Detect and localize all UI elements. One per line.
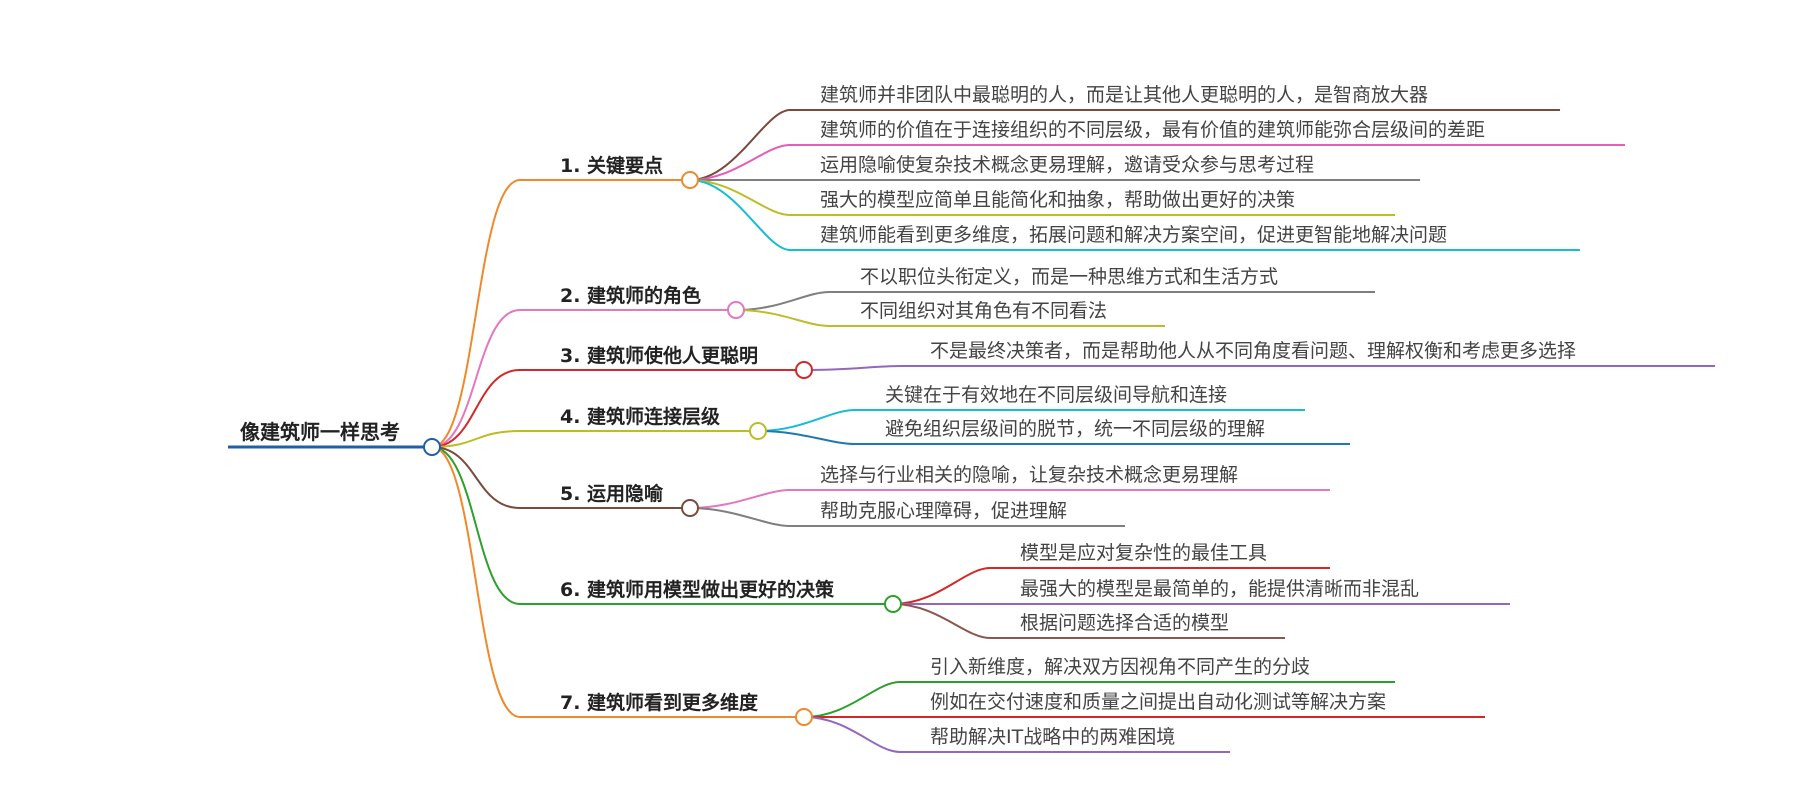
leaf-connector [735, 309, 831, 327]
leaf-connector [803, 716, 901, 753]
leaf-text: 选择与行业相关的隐喻，让复杂技术概念更易理解 [820, 463, 1238, 486]
leaf-connector [892, 567, 991, 605]
branch-label: 6. 建筑师用模型做出更好的决策 [560, 578, 835, 601]
branch-node-dot[interactable] [681, 171, 699, 189]
leaf-text: 不以职位头衔定义，而是一种思维方式和生活方式 [860, 266, 1278, 288]
leaf-text: 强大的模型应简单且能简化和抽象，帮助做出更好的决策 [820, 189, 1295, 211]
leaf-connector [689, 144, 791, 181]
branch-label: 7. 建筑师看到更多维度 [560, 691, 759, 714]
branch-label: 3. 建筑师使他人更聪明 [560, 344, 758, 367]
root-node-dot[interactable] [423, 438, 441, 456]
leaf-text: 关键在于有效地在不同层级间导航和连接 [885, 384, 1227, 406]
leaf-text: 建筑师的价值在于连接组织的不同层级，最有价值的建筑师能弥合层级间的差距 [820, 119, 1485, 141]
leaf-text: 避免组织层级间的脱节，统一不同层级的理解 [885, 418, 1265, 440]
leaf-text: 例如在交付速度和质量之间提出自动化测试等解决方案 [930, 691, 1386, 713]
branch-connector [431, 369, 521, 448]
leaf-connector [689, 179, 791, 251]
branch-connector [431, 446, 521, 605]
branch-node-dot[interactable] [749, 422, 767, 440]
branch-connector [431, 179, 521, 448]
leaf-connector [757, 409, 856, 432]
leaf-text: 根据问题选择合适的模型 [1020, 612, 1229, 634]
branch-node-dot[interactable] [727, 301, 745, 319]
branch-label: 5. 运用隐喻 [560, 482, 664, 505]
branch-node-dot[interactable] [884, 595, 902, 613]
branch-connector [431, 446, 521, 509]
leaf-connector [689, 489, 791, 509]
leaf-text: 不同组织对其角色有不同看法 [860, 300, 1107, 322]
nodes: 像建筑师一样思考 1. 关键要点 建筑师并非团队中最聪明的人，而是让其他人更聪明的人… [240, 84, 1576, 748]
leaf-text: 最强大的模型是最简单的，能提供清晰而非混乱 [1020, 578, 1419, 600]
branch-label: 4. 建筑师连接层级 [560, 405, 720, 428]
connectors [228, 109, 1715, 753]
leaf-connector [803, 681, 901, 718]
branch-connector [431, 309, 521, 448]
leaf-connector [689, 179, 791, 216]
leaf-connector [803, 365, 901, 371]
branch-label: 1. 关键要点 [560, 154, 663, 177]
leaf-text: 引入新维度，解决双方因视角不同产生的分歧 [930, 656, 1310, 678]
branch-node-dot[interactable] [681, 499, 699, 517]
leaf-connector [735, 291, 831, 311]
leaf-connector [757, 430, 856, 445]
leaf-connector [689, 507, 791, 527]
branch-connector [431, 430, 521, 448]
leaf-text: 帮助克服心理障碍，促进理解 [820, 500, 1067, 522]
leaf-text: 帮助解决IT战略中的两难困境 [930, 726, 1175, 748]
leaf-text: 建筑师能看到更多维度，拓展问题和解决方案空间，促进更智能地解决问题 [820, 224, 1447, 246]
branch-connector [431, 446, 521, 718]
leaf-text: 模型是应对复杂性的最佳工具 [1020, 542, 1267, 564]
branch-node-dot[interactable] [795, 708, 813, 726]
branch-node-dot[interactable] [795, 361, 813, 379]
branch-label: 2. 建筑师的角色 [560, 284, 701, 307]
leaf-connector [892, 603, 991, 639]
leaf-text: 不是最终决策者，而是帮助他人从不同角度看问题、理解权衡和考虑更多选择 [930, 340, 1576, 362]
leaf-connector [689, 109, 791, 181]
root-title: 像建筑师一样思考 [240, 420, 400, 444]
leaf-text: 建筑师并非团队中最聪明的人，而是让其他人更聪明的人，是智商放大器 [820, 84, 1428, 106]
leaf-text: 运用隐喻使复杂技术概念更易理解，邀请受众参与思考过程 [820, 153, 1314, 176]
